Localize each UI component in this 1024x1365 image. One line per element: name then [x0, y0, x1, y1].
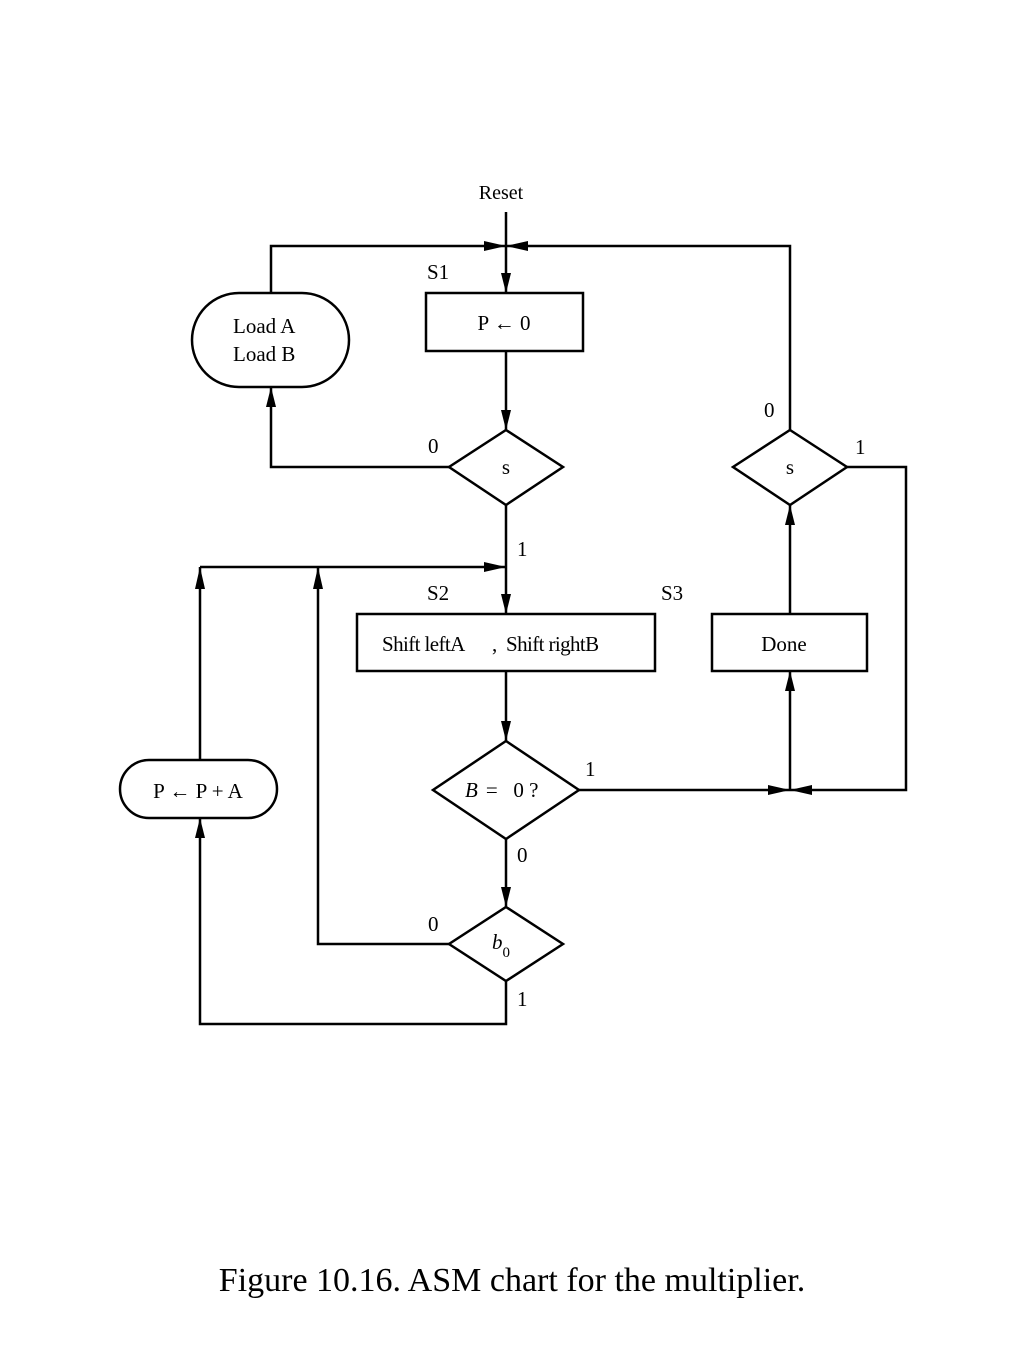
s-zero-to-load-wire — [269, 387, 449, 469]
b0-zero-wire — [316, 567, 449, 946]
p-clear-label: P ← 0 — [478, 311, 531, 335]
edge-bzero-0: 0 — [517, 843, 528, 867]
arrow-into-s-right — [785, 505, 795, 525]
shift-b-text: Shift right — [506, 632, 586, 656]
shift-b-var: B — [585, 632, 598, 656]
b0-decision — [446, 905, 566, 983]
edge-b0-1: 1 — [517, 987, 528, 1011]
shift-a-text: Shift left — [382, 632, 451, 656]
edge-s-right-0: 0 — [764, 398, 775, 422]
edge-bzero-1: 1 — [585, 757, 596, 781]
b0-sub: 0 — [503, 945, 511, 961]
shift-b-label: Shift rightB — [506, 632, 599, 656]
arrow-up-mid-loop — [313, 567, 323, 589]
s-decision-right — [730, 428, 850, 507]
state-s1-label: S1 — [427, 260, 449, 284]
arrow-into-b0 — [501, 887, 511, 907]
edge-s-top-0: 0 — [428, 434, 439, 458]
shift-a-var: A — [450, 632, 466, 656]
bzero-var: B — [465, 778, 478, 802]
arrow-into-done — [785, 671, 795, 691]
arrow-right-into-junction — [506, 241, 528, 251]
state-s2-label: S2 — [427, 581, 449, 605]
done-label: Done — [761, 632, 807, 656]
s-top-label: s — [502, 455, 510, 479]
bzero-decision — [430, 739, 582, 841]
done-box — [710, 612, 869, 673]
arrow-into-bzero — [501, 721, 511, 741]
arrow-up-left-loop — [195, 567, 205, 589]
arrow-into-p-add — [195, 818, 205, 838]
s-decision-top — [446, 428, 566, 507]
figure-caption: Figure 10.16. ASM chart for the multipli… — [218, 1262, 806, 1299]
arrow-into-load — [266, 387, 276, 407]
s-right-label: s — [786, 455, 794, 479]
p-add-label: P ← P + A — [153, 779, 243, 803]
edge-s-right-1: 1 — [855, 435, 866, 459]
b0-var: b — [492, 930, 503, 954]
arrow-into-s2-junction — [484, 562, 506, 572]
arrow-into-s-top — [501, 410, 511, 430]
b0-one-wire — [198, 818, 508, 1026]
shift-separator: , — [492, 632, 497, 656]
state-s3-label: S3 — [661, 581, 683, 605]
load-to-s1-wire — [269, 244, 506, 293]
shift-a-label: Shift leftA — [382, 632, 466, 656]
load-box — [190, 291, 351, 389]
shift-box — [355, 612, 657, 673]
arrow-into-s2 — [501, 594, 511, 614]
arrow-left-into-junction — [484, 241, 506, 251]
b0-label: b0 — [492, 930, 510, 961]
reset-label: Reset — [479, 182, 524, 204]
done-to-s1-wire — [506, 244, 792, 430]
bzero-rest: = 0 ? — [486, 778, 539, 802]
load-a-label: Load A — [233, 314, 296, 338]
s-right-one-wire — [790, 465, 908, 792]
edge-s-top-1: 1 — [517, 537, 528, 561]
arrow-into-right-junction — [768, 785, 790, 795]
p-clear-box — [424, 291, 585, 353]
load-b-label: Load B — [233, 342, 295, 366]
arrow-into-right-junction-2 — [790, 785, 812, 795]
edge-b0-0: 0 — [428, 912, 439, 936]
p-add-box — [118, 758, 279, 820]
arrow-into-s1 — [501, 273, 511, 293]
bzero-label: B = 0 ? — [465, 778, 539, 802]
